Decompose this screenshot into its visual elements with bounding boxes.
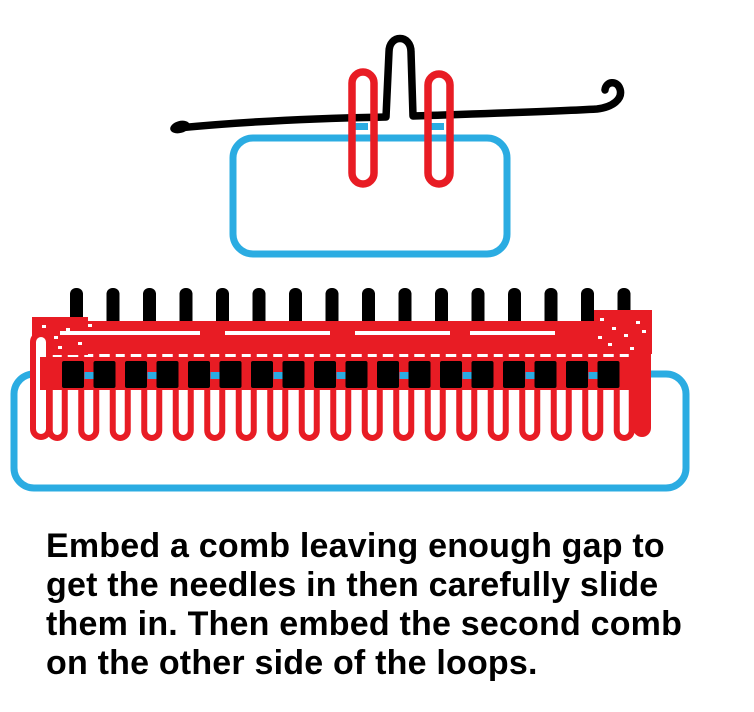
stitch-loop — [440, 361, 462, 388]
rail-highlight — [470, 331, 555, 335]
stitch-loop — [93, 361, 116, 388]
speckle — [636, 321, 640, 324]
stitch-loop — [408, 361, 431, 388]
caption-line: get the needles in then carefully slide — [46, 566, 659, 604]
stitch-loop — [503, 361, 525, 388]
speckle — [600, 318, 604, 321]
speckle — [42, 325, 46, 328]
stitch-loop — [282, 361, 305, 388]
stitch-loop — [534, 361, 557, 388]
comb-gap-dash — [336, 372, 346, 379]
rail-highlight — [355, 331, 450, 335]
blue-gap-dashes — [84, 372, 598, 379]
yarn-loop-right — [424, 70, 454, 188]
comb-gap-dash — [210, 372, 220, 379]
stitch-loop — [188, 361, 210, 388]
stitch-loop — [62, 361, 84, 388]
stitch-loop — [566, 361, 588, 388]
loop-line-dash-right — [430, 123, 444, 130]
comb-gap-dash — [399, 372, 409, 379]
rail-highlight — [60, 331, 200, 335]
stitch-loop — [597, 361, 620, 388]
comb-gap-dash — [84, 372, 94, 379]
comb-gap-dash — [273, 372, 283, 379]
speckle — [630, 347, 634, 350]
caption-line: Embed a comb leaving enough gap to — [46, 527, 665, 565]
stitch-loop — [345, 361, 368, 388]
rail — [32, 321, 650, 354]
stitch-loop — [314, 361, 336, 388]
stitch-loop — [251, 361, 273, 388]
comb-gap-dash — [147, 372, 157, 379]
speckle — [54, 336, 58, 339]
stitch-loop — [471, 361, 494, 388]
speckle — [642, 330, 646, 333]
comb-gap-dash — [588, 372, 598, 379]
caption-line: them in. Then embed the second comb — [46, 605, 683, 643]
instruction-caption: Embed a comb leaving enough gap to get t… — [46, 527, 746, 683]
top-comb-outline — [229, 134, 511, 258]
end-tooth-right — [633, 320, 651, 437]
rail-highlight — [225, 331, 330, 335]
speckle — [58, 346, 62, 349]
speckle — [88, 324, 92, 327]
yarn-loop-left — [348, 68, 378, 188]
speckle — [598, 336, 602, 339]
loop-line-dash-left — [354, 123, 368, 130]
speckle — [608, 343, 612, 346]
speckle — [624, 334, 628, 337]
stitch-loop — [156, 361, 179, 388]
caption-line: on the other side of the loops. — [46, 644, 538, 682]
stitch-loop — [219, 361, 242, 388]
stitch-loops-row — [62, 361, 620, 388]
speckle — [78, 342, 82, 345]
comb-gap-dash — [525, 372, 535, 379]
stitch-loop — [125, 361, 147, 388]
speckle — [66, 328, 70, 331]
needle-end-blob — [170, 120, 190, 134]
stitch-loop — [377, 361, 399, 388]
speckle — [612, 327, 616, 330]
latch-hook-needle — [174, 34, 625, 132]
comb-gap-dash — [462, 372, 472, 379]
